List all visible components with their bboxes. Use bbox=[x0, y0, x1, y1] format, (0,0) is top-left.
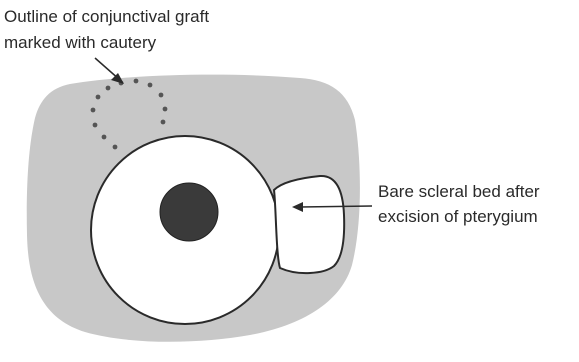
graft-outline-label-line2: marked with cautery bbox=[4, 33, 157, 52]
bare-sclera-label: Bare scleral bed after excision of ptery… bbox=[378, 182, 544, 226]
graft-outline-label: Outline of conjunctival graft marked wit… bbox=[4, 7, 214, 52]
bare-sclera-label-line1: Bare scleral bed after bbox=[378, 182, 540, 201]
bare-sclera-label-line2: excision of pterygium bbox=[378, 207, 538, 226]
bare-scleral-bed bbox=[274, 176, 344, 273]
pupil bbox=[160, 183, 218, 241]
graft-outline-label-line1: Outline of conjunctival graft bbox=[4, 7, 209, 26]
